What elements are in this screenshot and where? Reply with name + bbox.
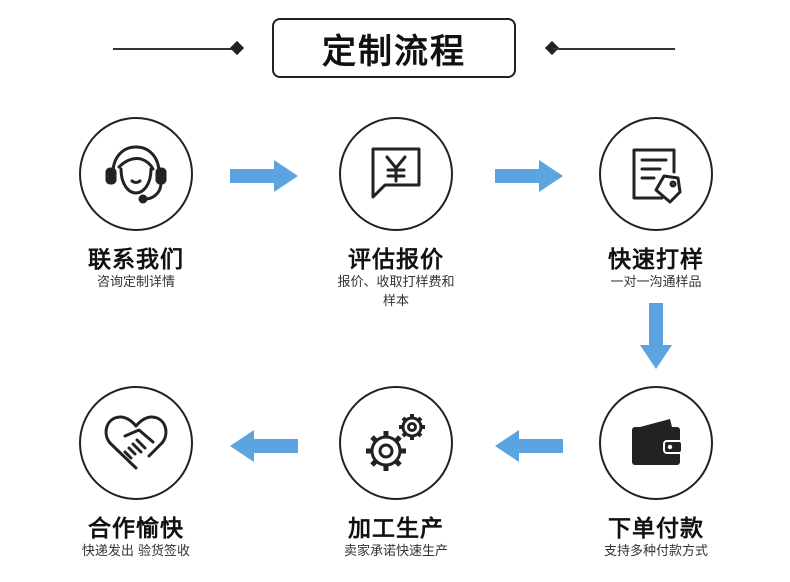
arrow-right-2 <box>495 160 563 192</box>
step-3-desc: 一对一沟通样品 <box>610 275 702 290</box>
document-tag-icon <box>632 148 682 204</box>
arrow-down <box>640 303 672 369</box>
step-4-title: 下单付款 <box>608 516 704 542</box>
step-3-circle <box>599 117 713 231</box>
step-1-circle <box>79 117 193 231</box>
step-2-desc-line2: 样本 <box>382 294 409 309</box>
step-2-desc-line1: 报价、收取打样费和 <box>337 275 455 290</box>
step-2-title: 评估报价 <box>348 247 444 273</box>
step-4-circle <box>599 386 713 500</box>
title-box: 定制流程 <box>272 18 516 78</box>
step-6-circle <box>79 386 193 500</box>
step-3-title: 快速打样 <box>608 247 704 273</box>
step-5-circle <box>339 386 453 500</box>
step-4-desc: 支持多种付款方式 <box>603 544 708 559</box>
arrow-left-1 <box>495 430 563 462</box>
wallet-icon <box>632 419 683 465</box>
step-1-title: 联系我们 <box>88 247 184 273</box>
header-right-line <box>553 48 675 50</box>
step-5-title: 加工生产 <box>348 516 444 542</box>
step-2-circle <box>339 117 453 231</box>
step-6-title: 合作愉快 <box>88 516 184 542</box>
header-left-line <box>113 48 235 50</box>
step-6-desc: 快递发出 验货签收 <box>81 544 191 559</box>
customer-service-headset-icon <box>105 145 167 204</box>
page-title: 定制流程 <box>322 31 466 72</box>
header-left-diamond <box>229 40 245 56</box>
yen-chat-bubble-icon <box>371 147 421 199</box>
step-1-desc: 咨询定制详情 <box>96 275 175 290</box>
gears-icon <box>366 414 425 471</box>
arrow-left-2 <box>230 430 298 462</box>
arrow-right-1 <box>230 160 298 192</box>
handshake-heart-icon <box>104 415 168 470</box>
step-5-desc: 卖家承诺快速生产 <box>343 544 448 559</box>
